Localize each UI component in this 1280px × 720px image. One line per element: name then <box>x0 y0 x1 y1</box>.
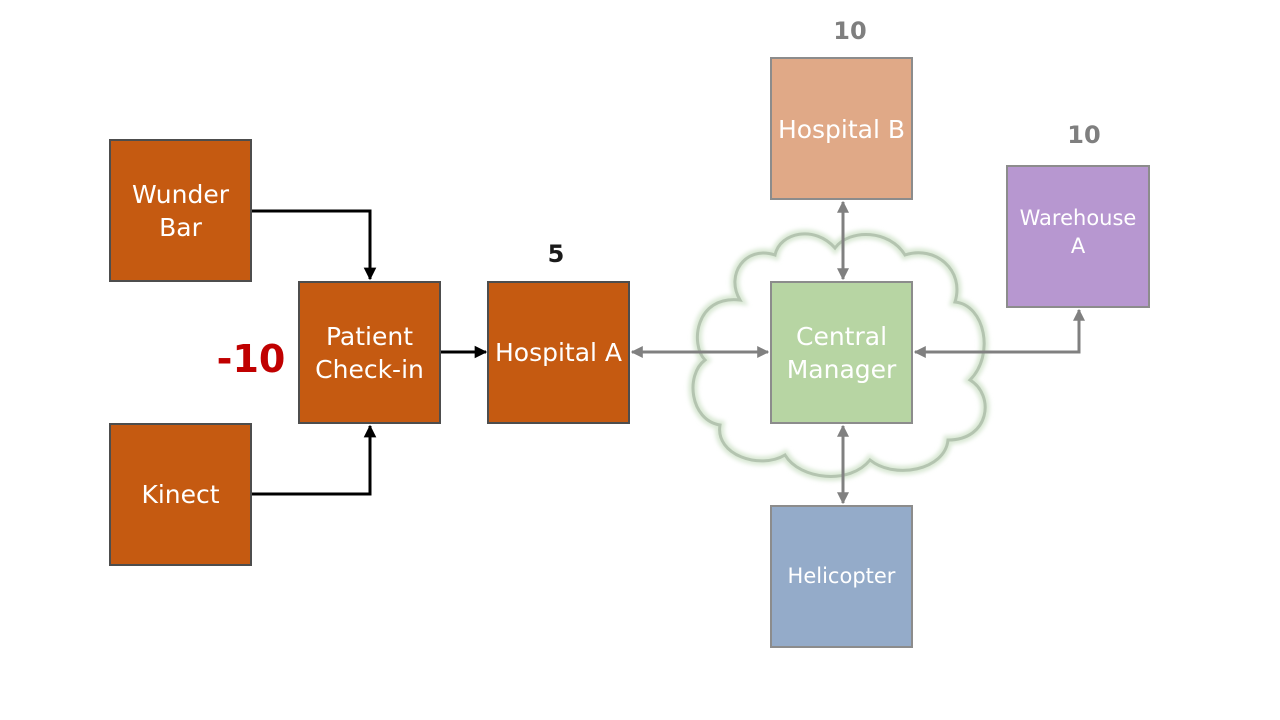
score-hospital-a: 5 <box>547 240 565 268</box>
node-patient-check-in: Patient Check-in <box>298 281 441 424</box>
edge-kinect-to-checkin <box>252 424 377 496</box>
node-helicopter: Helicopter <box>770 505 913 648</box>
node-warehouse-a: Warehouse A <box>1006 165 1150 308</box>
score-patient-check-in: -10 <box>216 337 286 381</box>
node-central-manager: Central Manager <box>770 281 913 424</box>
node-wunder-bar: Wunder Bar <box>109 139 252 282</box>
node-kinect: Kinect <box>109 423 252 566</box>
edge-warehouse-central <box>913 308 1085 358</box>
edge-wunderbar-to-checkin <box>252 209 377 281</box>
score-hospital-b: 10 <box>833 17 867 45</box>
cloud-shape <box>688 229 990 481</box>
score-warehouse-a: 10 <box>1067 121 1101 149</box>
node-hospital-b: Hospital B <box>770 57 913 200</box>
node-hospital-a: Hospital A <box>487 281 630 424</box>
